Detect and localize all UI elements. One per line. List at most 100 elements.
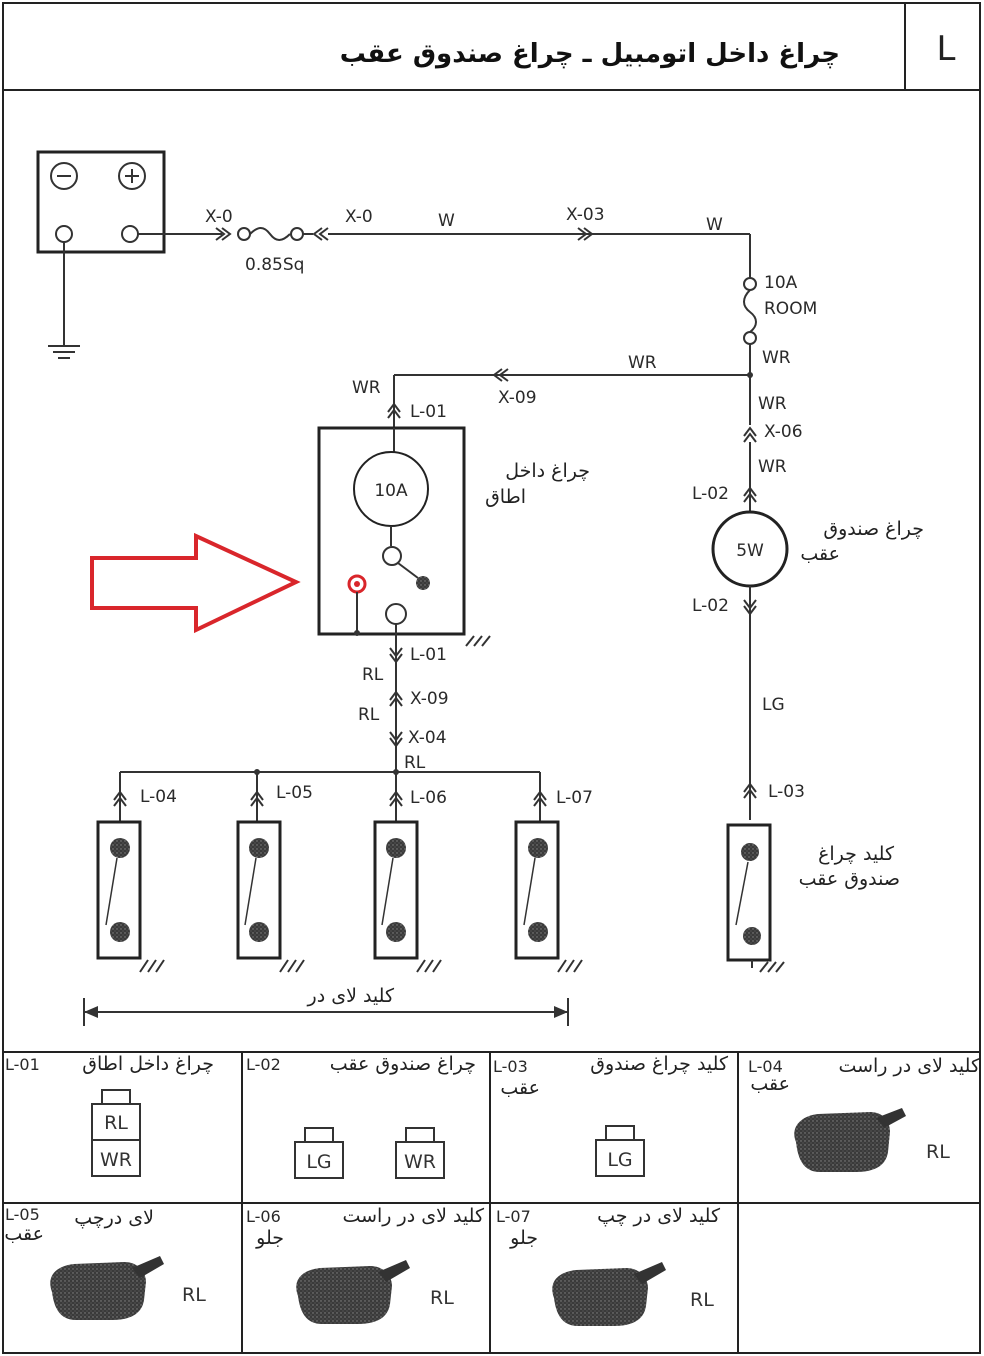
trunk-switch-label-1: کلید چراغ <box>818 843 895 865</box>
room-lamp-rating: 10A <box>374 481 408 501</box>
plus-terminal-icon <box>118 162 146 190</box>
connector-name-2: عقب <box>4 1223 44 1245</box>
connector-cell-l05: L-05 لای درچپ عقب RL <box>4 1205 206 1320</box>
connector-pin: RL <box>690 1289 714 1311</box>
connector-name: لای درچپ <box>74 1207 154 1229</box>
connector-cell-l01: L-01 چراغ داخل اطاق RL WR <box>5 1053 214 1177</box>
x09-bottom-label: X-09 <box>410 689 449 709</box>
connector-code: L-01 <box>5 1055 40 1074</box>
section-letter: L <box>937 29 956 69</box>
trunk-switch-label-2: صندوق عقب <box>799 868 900 890</box>
wr-junction-label: WR <box>762 348 791 368</box>
trunk-lamp-label-1: چراغ صندوق <box>823 518 924 540</box>
door-switch-l06: L-06 <box>373 772 447 973</box>
connector-code: L-06 <box>246 1207 281 1226</box>
connector-name-2: جلو <box>255 1227 284 1249</box>
wr-right1-label: WR <box>758 394 787 414</box>
connector-name-2: عقب <box>500 1077 540 1099</box>
connector-name-2: عقب <box>750 1073 790 1095</box>
connector-name: کلید چراغ صندوق <box>590 1053 729 1075</box>
ground-icon <box>465 635 491 647</box>
l06-label: L-06 <box>410 788 447 808</box>
door-switch-connector-icon <box>296 1266 392 1324</box>
w2-label: W <box>706 215 723 235</box>
connector-code: L-07 <box>496 1207 531 1226</box>
fuse-spec-label: 0.85Sq <box>245 255 304 275</box>
x06-label: X-06 <box>764 422 803 442</box>
connector-pin: RL <box>104 1112 128 1134</box>
ground-icon <box>48 242 80 359</box>
l05-label: L-05 <box>276 783 313 803</box>
room-lamp-label-2: اطاق <box>485 486 526 508</box>
door-switch-l04: L-04 <box>96 772 177 973</box>
room-fuse-icon <box>743 289 757 333</box>
rl2-label: RL <box>358 705 380 725</box>
trunk-lamp: 5W چراغ صندوق عقب <box>711 510 924 588</box>
connector-table <box>3 1051 980 1353</box>
minus-terminal-icon <box>50 162 78 190</box>
connector-pin: WR <box>404 1151 436 1173</box>
wr-top-label: WR <box>628 353 657 373</box>
rl1-label: RL <box>362 665 384 685</box>
connector-name: کلید لای در راست <box>838 1055 980 1077</box>
rl3-label: RL <box>404 753 426 773</box>
x09-top-label: X-09 <box>498 388 537 408</box>
room-amp-label: 10A <box>764 273 798 293</box>
connector-name: چراغ داخل اطاق <box>82 1053 214 1075</box>
connector-cell-l03: L-03 کلید چراغ صندوق عقب LG <box>493 1053 729 1177</box>
wr-left-label: WR <box>352 378 381 398</box>
connector-code: L-05 <box>5 1205 40 1224</box>
door-switch-wire: L-01 RL X-09 RL X-04 RL <box>120 624 540 775</box>
room-label: ROOM <box>764 299 817 319</box>
room-fuse-branch: 10A ROOM WR WR X-06 WR L-02 <box>692 234 817 512</box>
connector-code: L-03 <box>493 1057 528 1076</box>
x03-label: X-03 <box>566 205 605 225</box>
connector-cell-l02: L-02 چراغ صندوق عقب LG WR <box>246 1053 476 1179</box>
room-lamp-feed-wire: WR X-09 WR L-01 <box>352 353 750 428</box>
x04-label: X-04 <box>408 728 447 748</box>
connector-name: چراغ صندوق عقب <box>330 1053 476 1075</box>
l01-top-label: L-01 <box>410 402 447 422</box>
room-lamp: 10A چراغ داخل اطاق <box>317 426 590 647</box>
fusible-link-icon <box>249 227 291 241</box>
x0-right-label: X-0 <box>345 207 373 227</box>
connector-pin: RL <box>182 1284 206 1306</box>
l07-label: L-07 <box>556 788 593 808</box>
connector-code: L-02 <box>246 1055 281 1074</box>
connector-cell-l04: L-04 کلید لای در راست عقب RL <box>748 1055 981 1172</box>
door-switch-connector-icon <box>50 1262 146 1320</box>
l02-top-label: L-02 <box>692 484 729 504</box>
trunk-lamp-label-2: عقب <box>800 543 840 565</box>
lg-label: LG <box>762 695 785 715</box>
trunk-lamp-lower-wire: L-02 LG L-03 <box>692 586 805 820</box>
door-switch-l05: L-05 <box>236 772 313 973</box>
connector-pin: RL <box>926 1141 950 1163</box>
page-title: چراغ داخل اتومبیل ـ چراغ صندوق عقب <box>340 39 840 69</box>
l03-label: L-03 <box>768 782 805 802</box>
door-switch-caption: کلید لای در <box>83 985 569 1026</box>
l04-label: L-04 <box>140 787 177 807</box>
room-lamp-label-1: چراغ داخل <box>505 460 590 482</box>
connector-cell-l07: L-07 کلید لای در چپ جلو RL <box>496 1205 721 1326</box>
trunk-lamp-switch: کلید چراغ صندوق عقب <box>726 823 900 973</box>
trunk-lamp-rating: 5W <box>736 541 764 561</box>
door-switch-caption-text: کلید لای در <box>307 985 395 1007</box>
connector-pin: RL <box>430 1287 454 1309</box>
w1-label: W <box>438 211 455 231</box>
main-feed-wire: X-0 X-0 0.85Sq W X-03 W <box>138 205 750 275</box>
door-switch-l07: L-07 <box>514 772 593 973</box>
connector-cell-l06: L-06 کلید لای در راست جلو RL <box>246 1205 485 1324</box>
x0-left-label: X-0 <box>205 207 233 227</box>
connector-pin: LG <box>607 1149 632 1171</box>
l01-bottom-label: L-01 <box>410 645 447 665</box>
ground-icon <box>751 960 785 973</box>
door-switch-connector-icon <box>552 1268 648 1326</box>
connector-pin: WR <box>100 1149 132 1171</box>
connector-name: کلید لای در چپ <box>597 1205 721 1227</box>
connector-pin: LG <box>306 1151 331 1173</box>
l02-bottom-label: L-02 <box>692 596 729 616</box>
header: چراغ داخل اتومبیل ـ چراغ صندوق عقب L <box>3 3 980 91</box>
highlight-arrow-icon <box>90 532 301 634</box>
